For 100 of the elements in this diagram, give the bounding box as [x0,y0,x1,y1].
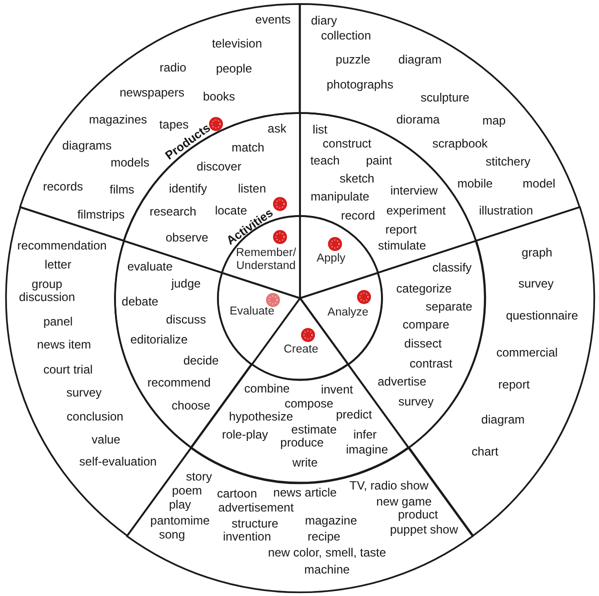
product-label: models [110,156,150,170]
product-label: recipe [308,530,340,544]
activity-label: experiment [386,204,446,218]
product-label: news item [36,338,92,352]
activity-label: observe [166,232,208,244]
activity-label: stimulate [378,240,426,252]
activity-label: survey [398,395,434,408]
activity-label: combine [244,382,290,396]
activity-label: estimate [291,423,337,436]
activity-label: decide [183,354,219,368]
product-label: panel [43,315,73,328]
activity-label: imagine [346,443,388,456]
product-label: advertisement [218,501,294,514]
product-label: scrapbook [432,138,488,150]
product-label: mobile [457,178,493,190]
product-label: story [186,470,212,484]
product-label: collection [320,30,372,42]
product-label: photographs [326,78,394,92]
activity-label: editorialize [130,333,188,346]
activity-label: manipulate [310,190,370,204]
activity-label: teach [310,154,340,168]
product-label: magazines [88,114,147,126]
level-label: Create [284,344,318,356]
activity-label: classify [432,261,472,274]
level-label: Remember/ Understand [234,247,298,273]
activity-label: infer [353,428,377,442]
product-label: events [255,14,291,26]
product-label: books [202,90,235,104]
activity-label: compose [284,397,334,410]
activity-label: recommend [147,376,211,390]
product-label: records [42,180,83,194]
product-label: song [158,528,185,542]
product-label: letter [44,258,72,272]
activity-label: advertise [378,375,426,388]
activity-label: invent [320,383,353,396]
product-label: news article [273,486,337,500]
product-label: diagram [481,413,525,426]
product-label: diorama [396,114,440,126]
product-label: play [168,498,191,512]
activity-label: list [312,124,328,136]
activity-label: contrast [410,357,452,370]
activity-label: hypothesize [228,410,293,424]
product-label: magazine [304,514,357,528]
activity-label: judge [171,277,201,290]
product-label: diary [311,14,337,28]
product-label: machine [304,563,350,576]
product-label: product [398,508,438,522]
activity-label: write [292,456,318,470]
product-label: people [216,62,252,76]
activity-label: discuss [166,313,206,326]
activity-label: debate [122,295,158,308]
product-label: self-evaluation [79,455,157,468]
product-label: poem [172,484,202,498]
activity-label: listen [238,182,266,196]
product-label: cartoon [216,487,257,500]
level-label: Evaluate [230,305,274,318]
product-label: conclusion [66,410,124,424]
activity-label: interview [390,184,438,198]
product-label: court trial [43,363,93,376]
activity-label: record [341,210,375,222]
product-label: survey [66,386,102,400]
product-label: map [482,114,506,128]
activity-label: choose [172,399,210,412]
product-label: puppet show [390,523,458,536]
product-label: survey [518,277,554,290]
product-label: TV, radio show [350,479,428,492]
product-label: structure [232,517,278,530]
product-label: illustration [478,204,534,218]
product-label: films [110,184,134,196]
activity-label: match [232,142,264,154]
activity-label: evaluate [127,260,173,274]
activity-label: construct [322,138,372,150]
activity-label: ask [268,122,286,136]
activity-label: paint [366,154,392,168]
product-label: model [522,178,556,190]
product-label: recommendation [17,239,107,252]
activity-label: sketch [340,172,374,186]
product-label: value [92,433,120,446]
product-label: sculpture [420,92,470,104]
product-label: invention [222,530,271,544]
activity-label: compare [402,318,450,332]
activity-label: identify [168,182,207,196]
product-label: commercial [496,346,558,360]
product-label: pantomime [150,514,210,528]
product-label: report [498,378,530,392]
activity-label: categorize [396,282,452,296]
activity-label: dissect [404,337,442,350]
product-label: newspapers [120,86,184,100]
product-label: diagrams [62,140,112,152]
level-label: Apply [316,252,346,266]
activity-label: discover [196,160,242,174]
product-label: puzzle [336,54,370,66]
product-label: filmstrips [77,208,125,222]
product-label: chart [472,445,498,458]
product-label: radio [160,62,186,74]
activity-label: produce [280,436,324,450]
level-label: Analyze [328,306,368,320]
activity-label: research [150,206,196,218]
activity-label: separate [426,300,472,314]
activity-label: predict [336,408,372,422]
